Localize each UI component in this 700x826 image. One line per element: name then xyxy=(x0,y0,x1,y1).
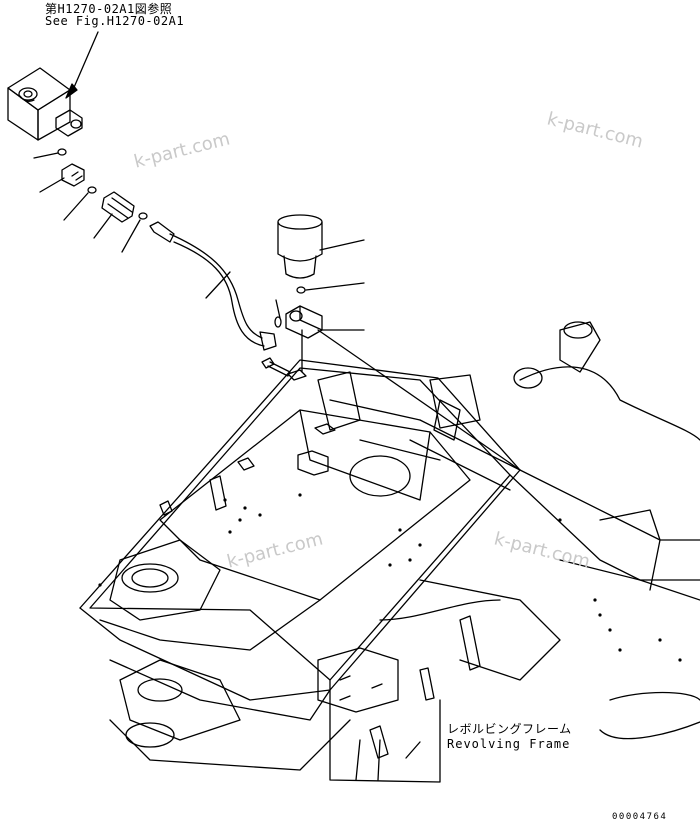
frame-holes xyxy=(98,493,682,662)
bolt-hardware xyxy=(261,299,291,377)
filter-assembly xyxy=(277,214,521,471)
frame-label-leader xyxy=(405,741,421,759)
revolving-frame xyxy=(79,321,700,783)
reference-note-jp: 第H1270-02A1図参照 xyxy=(45,2,173,16)
reference-leader xyxy=(65,31,99,99)
hose xyxy=(149,221,277,351)
frame-label-en: Revolving Frame xyxy=(447,737,571,751)
frame-label-jp: レボルビングフレーム xyxy=(447,722,572,736)
figure-number: 00004764 xyxy=(612,812,668,822)
valve-block xyxy=(7,67,83,141)
fittings xyxy=(33,148,148,253)
reference-note-en: See Fig.H1270-02A1 xyxy=(45,14,185,28)
